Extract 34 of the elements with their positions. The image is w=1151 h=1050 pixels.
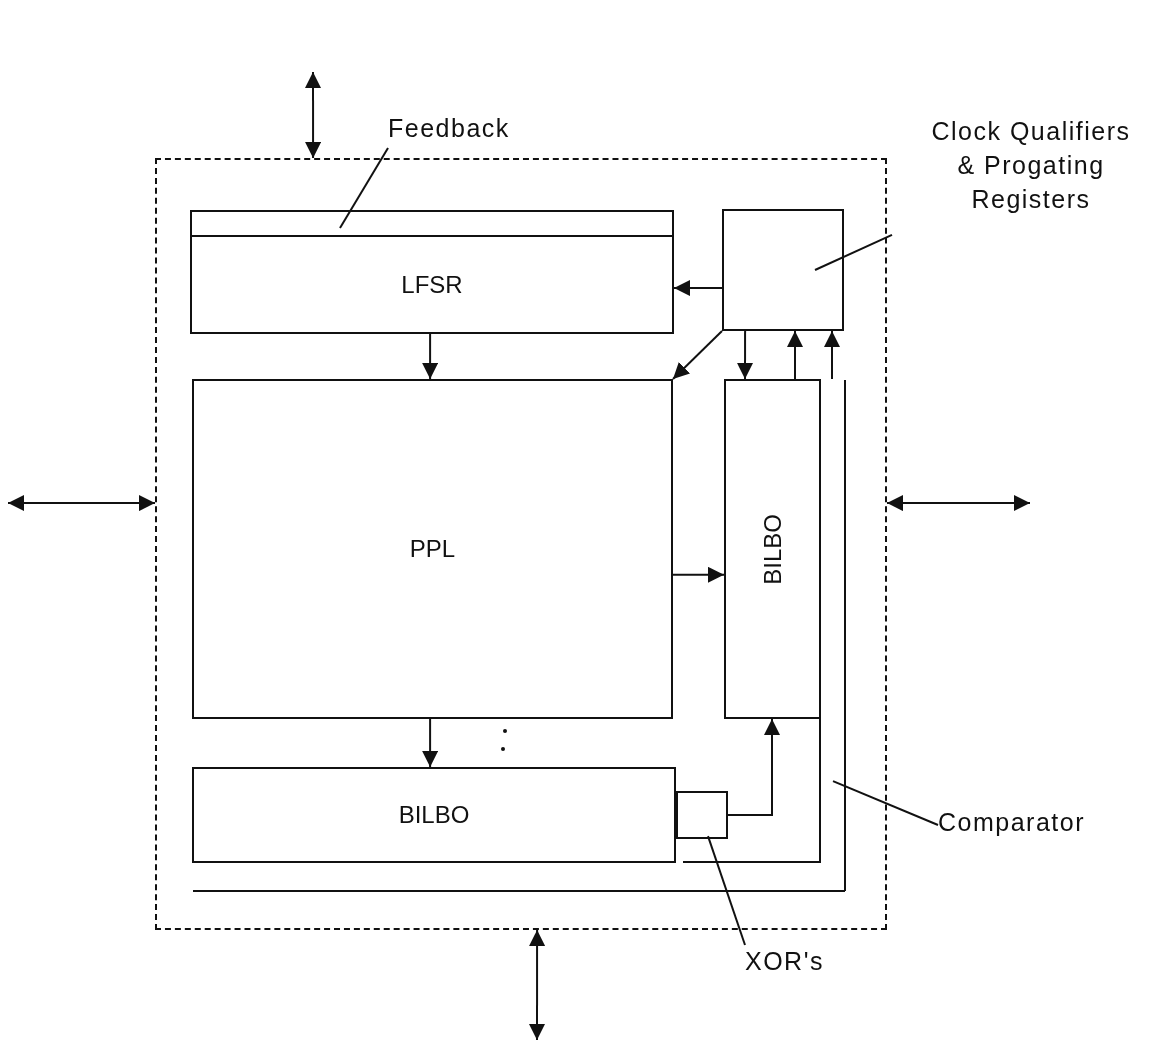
double-arrow xyxy=(7,495,156,512)
register-box xyxy=(190,235,674,334)
arrow xyxy=(727,718,780,816)
arrow xyxy=(422,333,439,380)
register-box xyxy=(192,767,676,863)
arrow xyxy=(737,330,754,380)
register-box xyxy=(724,379,821,719)
leader-line xyxy=(339,147,389,230)
double-arrow xyxy=(886,495,1031,512)
double-arrow xyxy=(529,929,546,1041)
callout-label: Clock Qualifiers & Progating Registers xyxy=(892,115,1132,335)
arrow xyxy=(787,330,803,380)
feedback-strip xyxy=(190,210,674,237)
block-label: BILBO xyxy=(758,513,787,585)
chip-outline xyxy=(155,158,887,930)
block-label: BILBO xyxy=(398,801,470,829)
callout-label: XOR's xyxy=(745,945,835,981)
leader-line xyxy=(814,233,893,271)
arrow xyxy=(824,330,840,380)
arrow xyxy=(673,280,723,297)
double-arrow xyxy=(305,71,322,159)
leader-line xyxy=(707,835,746,946)
arrow xyxy=(422,718,439,768)
arrow xyxy=(672,566,725,583)
register-box xyxy=(722,209,844,331)
comparator-bus xyxy=(818,379,847,892)
callout-label: Comparator xyxy=(938,806,1143,842)
arrow xyxy=(672,330,723,380)
logic-array-box xyxy=(192,379,673,719)
gate-box xyxy=(676,791,728,839)
block-label: PPL xyxy=(409,535,456,563)
block-label: LFSR xyxy=(401,270,463,299)
leader-line xyxy=(832,780,939,826)
callout-label: Feedback xyxy=(388,112,548,148)
